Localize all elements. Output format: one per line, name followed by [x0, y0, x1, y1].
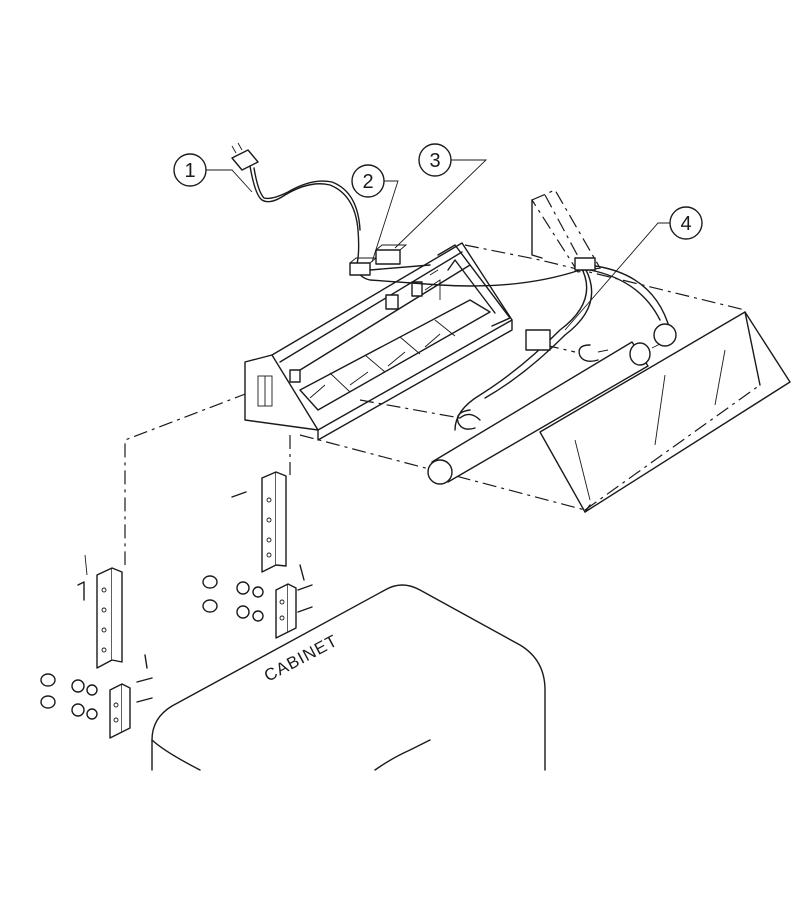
right-bracket-assembly	[202, 471, 313, 639]
left-bracket-assembly	[40, 554, 153, 739]
ballast-connector	[349, 244, 431, 276]
callout-2: 2	[351, 164, 399, 263]
callout-1-number: 1	[184, 160, 195, 182]
lamp-wiring	[454, 257, 671, 431]
cabinet-label: CABINET	[261, 631, 341, 686]
callout-3-number: 3	[429, 150, 440, 172]
power-cord	[231, 142, 581, 287]
diffuser-panel	[531, 189, 601, 273]
lamp-housing-frame	[244, 242, 513, 441]
lamp-clips	[456, 344, 609, 430]
light-box-tray	[539, 311, 791, 513]
callout-1: 1	[173, 153, 253, 193]
alignment-lines	[124, 194, 761, 565]
callout-4-number: 4	[680, 213, 691, 235]
callout-3: 3	[394, 143, 488, 249]
callout-4: 4	[564, 206, 703, 331]
callout-2-number: 2	[362, 171, 373, 193]
fluorescent-tube	[427, 323, 677, 485]
cabinet: CABINET	[151, 584, 546, 771]
